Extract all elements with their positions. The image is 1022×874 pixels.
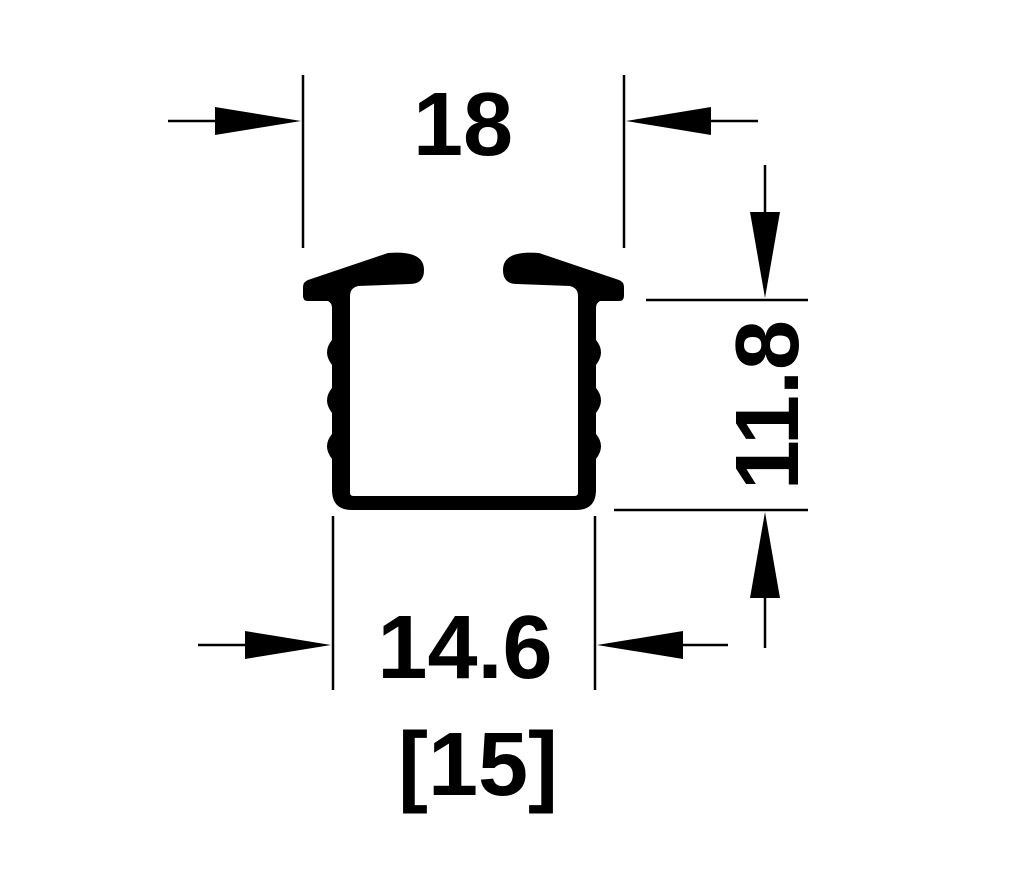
profile-body	[303, 252, 624, 510]
channel-profile	[303, 252, 624, 510]
rib-left-1	[327, 340, 332, 365]
arrow-height-top	[750, 212, 780, 298]
top-width-dimension	[168, 75, 758, 248]
arrow-bottom-left	[245, 631, 331, 659]
arrow-top-right	[626, 107, 711, 135]
arrow-bottom-right	[597, 631, 683, 659]
rib-right-2	[596, 388, 601, 413]
bottom-width-alt-label: [15]	[398, 715, 558, 815]
arrow-height-bottom	[750, 512, 780, 598]
rib-right-1	[596, 340, 601, 365]
top-width-label: 18	[413, 75, 513, 175]
height-label: 11.8	[718, 320, 818, 490]
rib-left-2	[327, 388, 332, 413]
bottom-width-dimension	[198, 516, 728, 690]
arrow-top-left	[215, 107, 301, 135]
rib-left-3	[327, 434, 332, 459]
height-dimension	[614, 165, 808, 648]
bottom-width-label: 14.6	[377, 598, 552, 698]
rib-right-3	[596, 434, 601, 459]
